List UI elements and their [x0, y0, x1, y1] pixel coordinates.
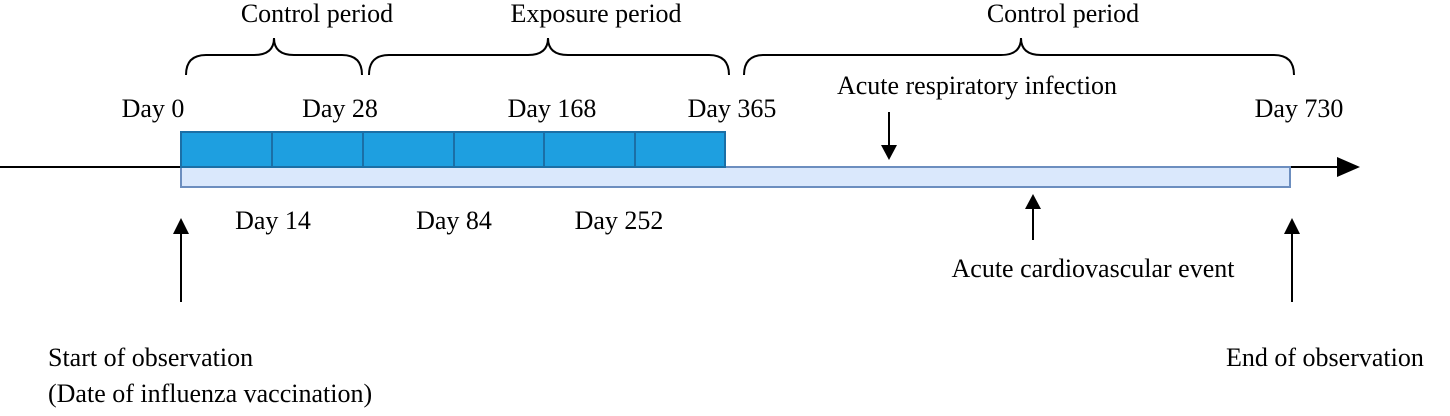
segment-day0-14	[180, 131, 273, 168]
segment-day252-365	[634, 131, 726, 168]
day-label-0: Day 0	[122, 94, 185, 123]
day-label-14: Day 14	[235, 206, 311, 235]
segment-day84-168	[453, 131, 545, 168]
cardiovascular-label: Acute cardiovascular event	[952, 254, 1236, 283]
period-label-control-1: Control period	[241, 0, 393, 28]
timeline-arrowhead	[1337, 157, 1360, 177]
period-label-control-2: Control period	[987, 0, 1139, 28]
start-arrowhead	[173, 218, 189, 234]
day-label-168: Day 168	[508, 94, 597, 123]
start-observation-label: Start of observation	[48, 343, 253, 372]
segment-day14-28	[271, 131, 364, 168]
day-label-365: Day 365	[688, 94, 777, 123]
day-label-730: Day 730	[1255, 94, 1344, 123]
observation-bar	[180, 166, 1291, 188]
end-arrowhead	[1284, 218, 1300, 234]
segment-day168-252	[543, 131, 636, 168]
day-label-28: Day 28	[302, 94, 378, 123]
infection-arrowhead	[881, 145, 897, 160]
infection-label: Acute respiratory infection	[837, 71, 1117, 100]
day-label-84: Day 84	[416, 206, 492, 235]
end-observation-label: End of observation	[1226, 343, 1424, 372]
cardiovascular-arrowhead	[1025, 194, 1041, 209]
day-label-252: Day 252	[575, 206, 664, 235]
brace-control-period-2	[743, 37, 1295, 76]
brace-control-period-1	[185, 37, 363, 76]
exposure-segments	[180, 131, 726, 168]
start-observation-sublabel: (Date of influenza vaccination)	[48, 379, 372, 408]
brace-exposure-period	[368, 37, 730, 76]
period-label-exposure: Exposure period	[510, 0, 681, 28]
segment-day28-84	[362, 131, 455, 168]
